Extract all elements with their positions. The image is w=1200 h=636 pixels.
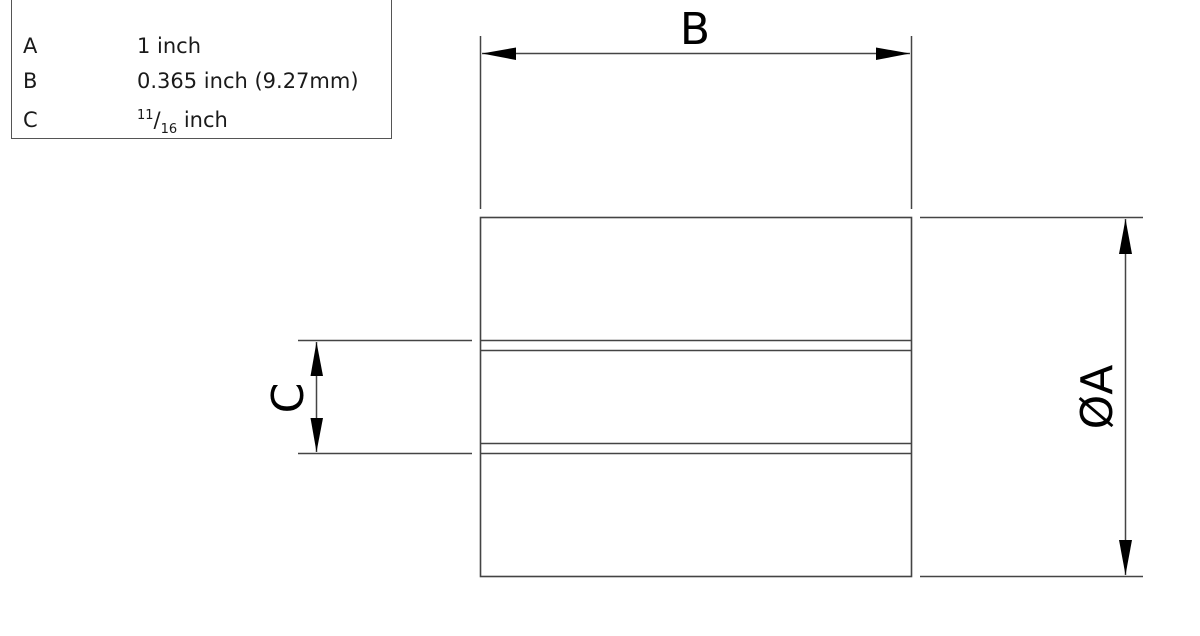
legend-row-a: A 1 inch [23,33,201,59]
dimension-a-label: ØA [1072,365,1123,430]
dimension-b-label: B [680,4,710,55]
legend-row-c: C 11/16 inch [23,103,228,143]
fraction-slash: / [153,108,161,132]
dimension-legend-table: A 1 inch B 0.365 inch (9.27mm) C 11/16 inch [11,0,392,139]
fraction-unit: inch [177,108,228,132]
legend-key: C [23,108,38,132]
arrowhead-down-icon [1119,540,1132,575]
arrowhead-right-icon [876,47,910,60]
dimension-b: B [479,4,913,209]
part-outline [479,216,913,578]
legend-key: A [23,34,38,58]
fraction-denominator: 16 [160,122,178,137]
legend-row-b: B 0.365 inch (9.27mm) [23,68,359,94]
dimension-c: C [263,339,472,455]
arrowhead-up-icon [310,342,323,376]
dimension-a: ØA [920,216,1143,578]
legend-value-fraction: 11/16 inch [137,108,228,137]
fraction-numerator: 11 [137,108,154,123]
legend-value: 1 inch [137,34,202,58]
arrowhead-down-icon [310,418,323,452]
arrowhead-left-icon [482,47,516,60]
legend-key: B [23,69,38,93]
arrowhead-up-icon [1119,219,1132,254]
dimension-c-label: C [263,383,314,414]
legend-value: 0.365 inch (9.27mm) [137,69,359,93]
